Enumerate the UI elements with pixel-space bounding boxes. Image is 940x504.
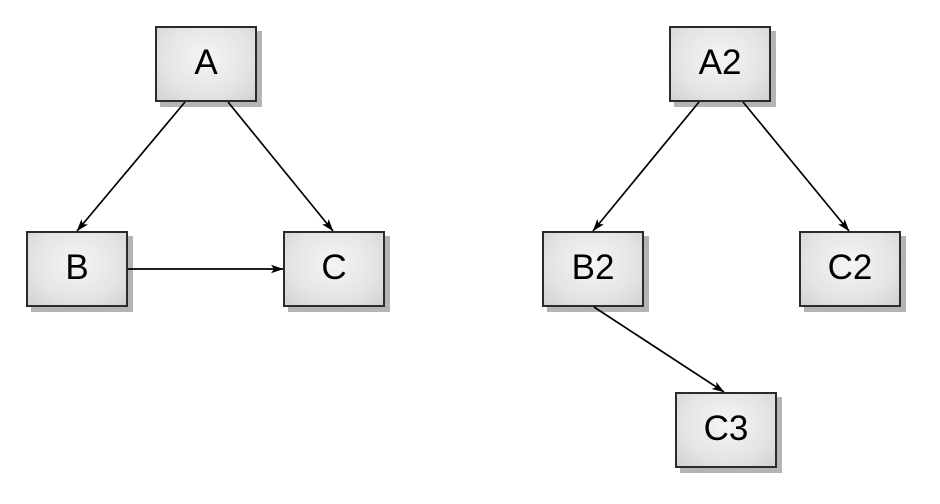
edge-B2-C3[interactable] [593,306,725,393]
node-C[interactable]: C [283,231,385,307]
node-label-B2: B2 [571,247,615,287]
node-C2[interactable]: C2 [799,231,901,307]
node-A2[interactable]: A2 [669,26,771,102]
edge-A2-B2[interactable] [592,101,700,232]
node-label-C: C [321,247,347,287]
node-A[interactable]: A [155,26,257,102]
node-label-B: B [65,247,89,287]
edge-A-B[interactable] [76,101,186,232]
node-C3[interactable]: C3 [675,392,777,468]
node-label-A: A [194,42,218,82]
edge-A2-C2[interactable] [742,101,850,232]
edge-A-C[interactable] [227,101,334,232]
node-label-C2: C2 [827,247,873,287]
node-B2[interactable]: B2 [542,231,644,307]
node-B[interactable]: B [26,231,128,307]
node-label-A2: A2 [698,42,742,82]
node-label-C3: C3 [703,408,749,448]
